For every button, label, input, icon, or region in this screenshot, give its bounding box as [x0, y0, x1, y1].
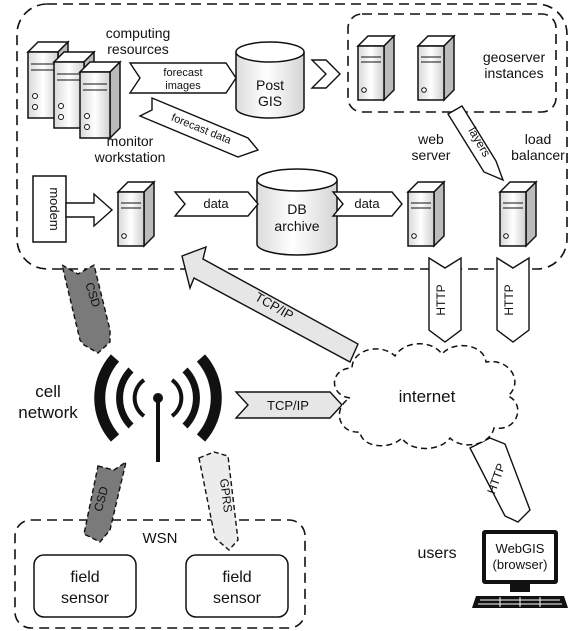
forecast-images-label: forecast — [163, 67, 202, 79]
webgis-label: WebGIS — [496, 541, 545, 556]
cell-network-label: cell — [35, 382, 61, 401]
monitor-workstation-label: workstation — [94, 149, 166, 165]
csd-label: CSD — [91, 485, 111, 513]
web-server-icon — [406, 180, 446, 248]
modem-to-workstation-arrow — [65, 192, 114, 228]
server-farm-boundary — [16, 3, 568, 270]
cell-network-label: network — [18, 403, 78, 422]
csd-arrow-top — [60, 263, 111, 354]
gprs-arrow — [198, 451, 239, 551]
http-arrow-webserver — [428, 256, 462, 343]
geoserver-server-icon — [416, 34, 456, 102]
webgis-label: (browser) — [493, 557, 548, 572]
field-sensor-label: sensor — [213, 590, 262, 607]
field-sensor-box-2 — [185, 554, 289, 618]
field-sensor-label: sensor — [61, 590, 110, 607]
http-label: HTTP — [434, 284, 448, 315]
tcpip-diagonal-arrow — [181, 245, 359, 363]
data-arrow-to-webserver — [331, 191, 403, 217]
tcpip-horizontal-arrow — [234, 391, 343, 419]
load-balancer-label: load — [525, 131, 551, 147]
geoserver-instances-label: instances — [484, 65, 543, 81]
layers-arrow — [447, 105, 505, 182]
modem-box — [32, 175, 67, 243]
users-label: users — [417, 545, 456, 562]
cloud-icon — [333, 343, 519, 450]
postgis-label: Post — [256, 77, 284, 93]
db-archive-database-icon — [256, 168, 338, 256]
computing-resources-label: resources — [107, 41, 168, 57]
geoserver-instances-label: geoserver — [483, 49, 546, 65]
field-sensor-label: field — [70, 569, 99, 586]
load-balancer-label: balancer — [511, 147, 565, 163]
forecast-images-arrow — [128, 62, 237, 94]
field-sensor-label: field — [222, 569, 251, 586]
data-label: data — [203, 196, 229, 211]
web-server-label: web — [417, 131, 444, 147]
internet-label: internet — [399, 387, 456, 406]
postgis-database-icon — [235, 41, 305, 119]
wsn-label: WSN — [143, 530, 178, 547]
monitor-workstation-server-icon — [116, 180, 156, 248]
computing-resources-label: computing — [106, 25, 171, 41]
postgis-label: GIS — [258, 93, 282, 109]
modem-label: modem — [47, 187, 62, 230]
antenna-icon — [94, 354, 222, 462]
computing-server-icon — [78, 60, 122, 140]
load-balancer-server-icon — [498, 180, 538, 248]
http-arrow-users — [469, 437, 531, 523]
data-label: data — [354, 196, 380, 211]
forecast-data-arrow — [138, 96, 260, 158]
postgis-geoserver-chevron — [310, 59, 341, 89]
web-server-label: server — [412, 147, 451, 163]
gprs-label: GPRS — [217, 478, 235, 513]
monitor-icon — [472, 530, 568, 608]
db-archive-label: archive — [274, 218, 319, 234]
tcpip-label: TCP/IP — [267, 398, 309, 413]
field-sensor-box-1 — [33, 554, 137, 618]
wsn-boundary — [14, 519, 306, 629]
data-arrow-to-archive — [173, 191, 259, 217]
csd-arrow-bottom — [83, 460, 128, 543]
monitor-workstation-label: monitor — [107, 133, 154, 149]
forecast-images-label: images — [165, 80, 201, 92]
db-archive-label: DB — [287, 201, 306, 217]
geoserver-server-icon — [356, 34, 396, 102]
http-arrow-loadbalancer — [496, 256, 530, 343]
geoserver-group-boundary — [347, 13, 557, 113]
http-label: HTTP — [502, 284, 516, 315]
